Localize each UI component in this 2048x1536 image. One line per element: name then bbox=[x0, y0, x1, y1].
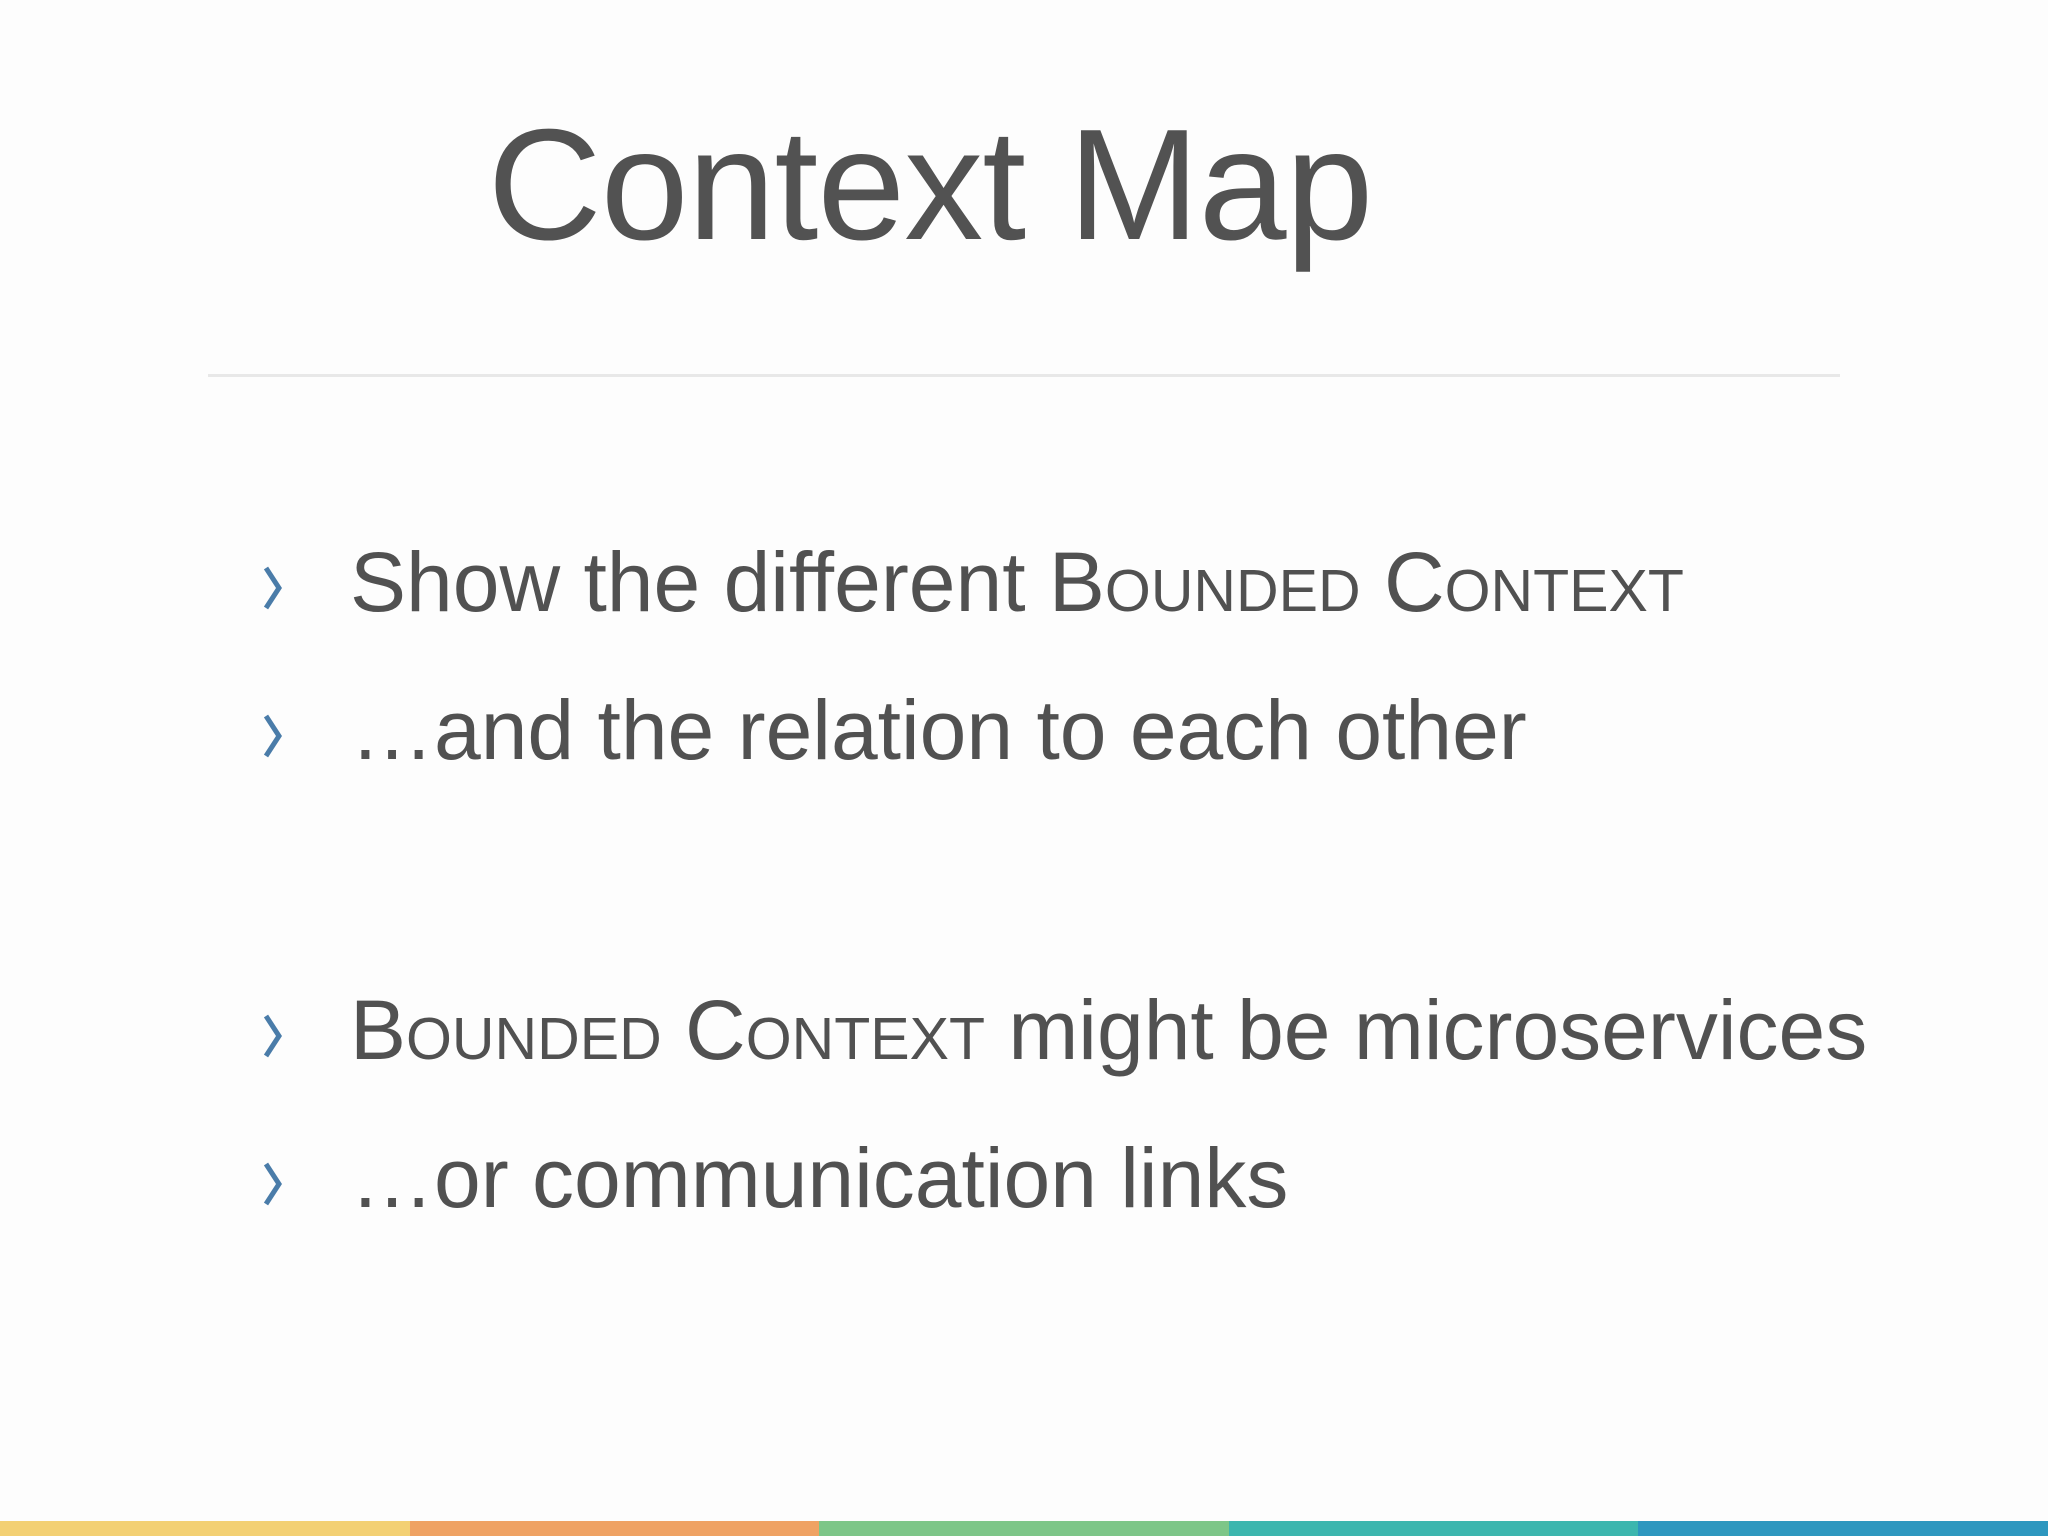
bullet-text-pre: Show the different bbox=[350, 535, 1049, 629]
bullet-text-post: might be microservices bbox=[985, 983, 1868, 1077]
footer-segment-yellow bbox=[0, 1521, 410, 1536]
chevron-right-icon bbox=[263, 714, 282, 758]
bullet-text-pre: …and the relation to each other bbox=[350, 683, 1527, 777]
footer-segment-green bbox=[819, 1521, 1229, 1536]
chevron-right-icon bbox=[263, 1162, 282, 1206]
footer-segment-orange bbox=[409, 1521, 820, 1536]
bullet-text: …or communication links bbox=[350, 1104, 1983, 1252]
bullet-text: …and the relation to each other bbox=[350, 656, 1983, 804]
footer-color-bar bbox=[0, 1521, 2048, 1536]
bullet-list: Show the different Bounded Context …and … bbox=[263, 508, 1983, 1252]
bullet-text: Bounded Context might be microservices bbox=[350, 956, 1983, 1104]
bullet-text: Show the different Bounded Context bbox=[350, 508, 1983, 656]
bullet-text-smallcaps: Bounded Context bbox=[1048, 535, 1684, 629]
chevron-right-icon bbox=[263, 1014, 282, 1058]
bullet-item: …and the relation to each other bbox=[263, 656, 1983, 804]
title-divider bbox=[208, 374, 1840, 377]
bullet-group-spacer bbox=[263, 804, 1983, 956]
chevron-right-icon bbox=[263, 566, 282, 610]
footer-segment-teal bbox=[1228, 1521, 1639, 1536]
slide-title: Context Map bbox=[487, 97, 1374, 273]
bullet-text-smallcaps: Bounded Context bbox=[350, 983, 985, 1077]
bullet-item: Bounded Context might be microservices bbox=[263, 956, 1983, 1104]
footer-segment-blue bbox=[1638, 1521, 2048, 1536]
bullet-item: Show the different Bounded Context bbox=[263, 508, 1983, 656]
bullet-text-pre: …or communication links bbox=[350, 1131, 1289, 1225]
bullet-item: …or communication links bbox=[263, 1104, 1983, 1252]
